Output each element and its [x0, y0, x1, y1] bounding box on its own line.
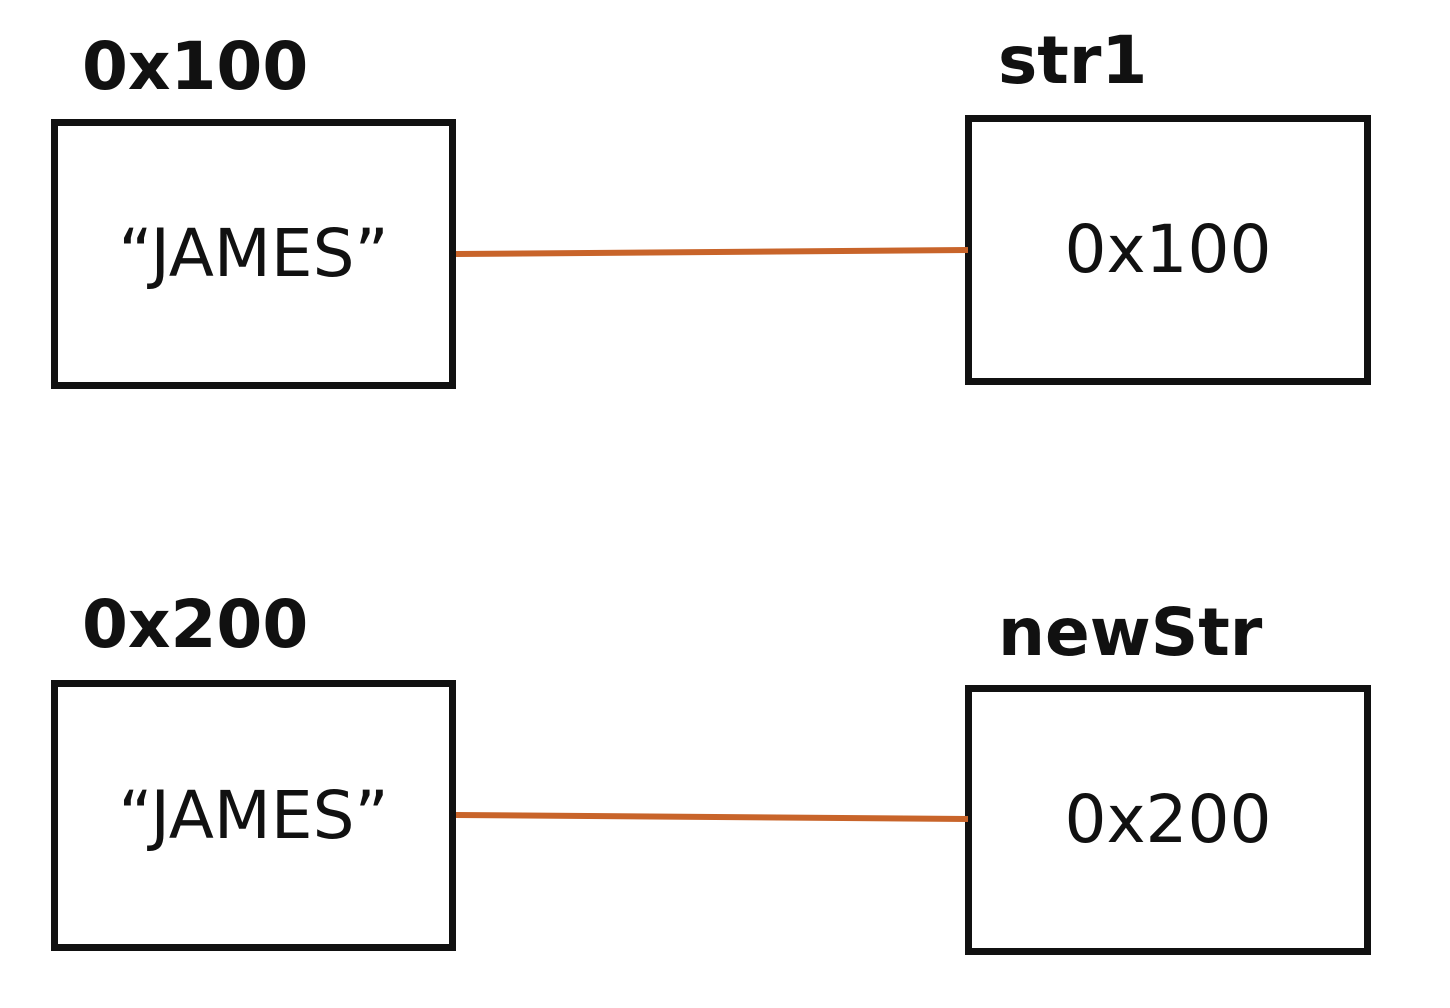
heap-object-box-2: “JAMES”: [51, 680, 456, 951]
variable-value-1: 0x100: [1064, 211, 1272, 288]
variable-value-2: 0x200: [1064, 781, 1272, 858]
heap-object-box-1: “JAMES”: [51, 119, 456, 389]
reference-line-1: [455, 247, 969, 257]
heap-address-label-1: 0x100: [82, 28, 309, 105]
reference-line-2: [455, 812, 969, 822]
variable-box-2: 0x200: [965, 685, 1371, 955]
variable-name-label-1: str1: [998, 22, 1148, 99]
heap-address-label-2: 0x200: [82, 586, 309, 663]
variable-box-1: 0x100: [965, 115, 1371, 385]
variable-name-label-2: newStr: [998, 594, 1263, 671]
heap-object-value-2: “JAMES”: [118, 776, 389, 854]
heap-object-value-1: “JAMES”: [118, 215, 389, 292]
